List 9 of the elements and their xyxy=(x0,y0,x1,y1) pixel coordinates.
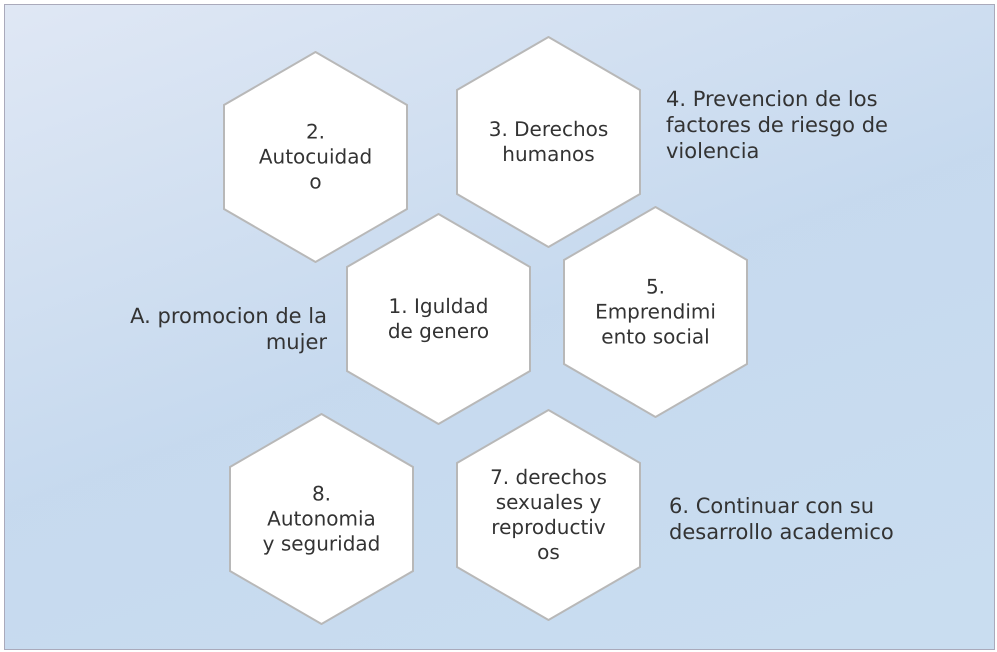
hexagon-label: 1. Iguldad de genero xyxy=(386,294,490,344)
hexagon-label: 5. Emprendimiento social xyxy=(594,274,717,350)
hexagon-label: 2. Autocuidado xyxy=(258,120,374,194)
hexagon-label: 3. Derechos humanos xyxy=(488,117,610,167)
hexagon-label: 8. Autonomia y seguridad xyxy=(262,482,382,556)
side-note: A. promocion de la mujer xyxy=(129,303,327,355)
hexagon-label: 7. derechos sexuales y reproductivos xyxy=(489,465,608,565)
side-note: 4. Prevencion de los factores de riesgo de violencia xyxy=(666,86,889,164)
side-note: 6. Continuar con su desarrollo academico xyxy=(669,493,895,545)
